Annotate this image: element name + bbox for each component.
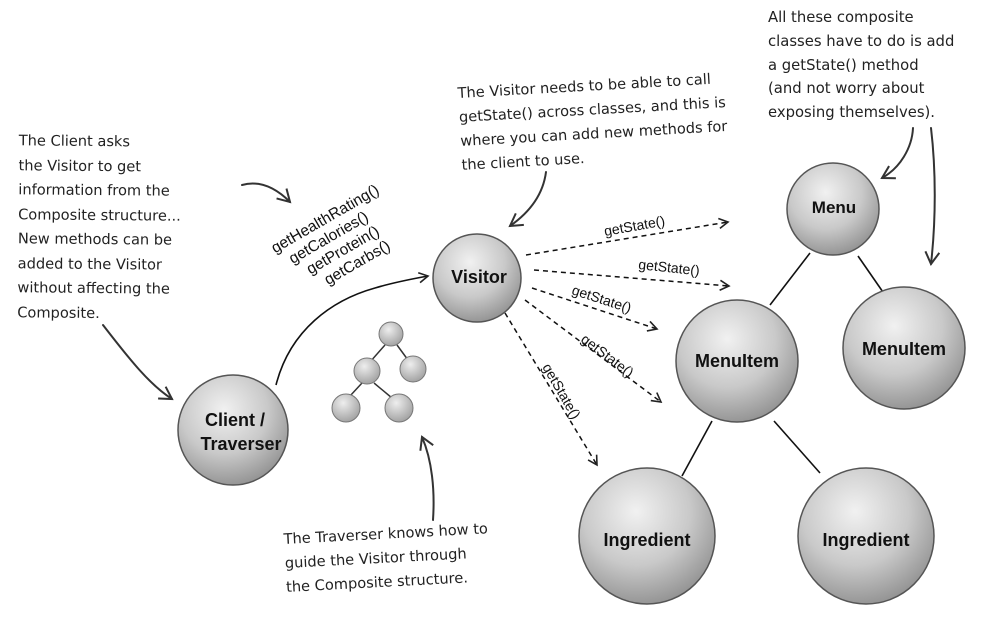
- mini-tree-node: [378, 321, 404, 347]
- note-visitor: The Visitor needs to be able to call get…: [457, 70, 728, 174]
- visitor-ball: [432, 233, 522, 323]
- node-menu: Menu: [786, 162, 880, 256]
- note-arrow-composite-to-menu: [880, 127, 914, 180]
- visitor-calls: [504, 217, 731, 467]
- ingredient-right-label: Ingredient: [822, 530, 909, 550]
- note-arrow-client-to-methods: [241, 182, 292, 204]
- menu-label: Menu: [812, 198, 856, 217]
- edge-menu-menuitem-right: [857, 255, 886, 296]
- edge-menu-menuitem-left: [769, 252, 811, 306]
- mini-tree-node: [353, 357, 381, 385]
- menuitem-left-label: MenuItem: [695, 351, 779, 371]
- note-arrow-traverser: [419, 435, 435, 521]
- visitor-label: Visitor: [451, 267, 507, 287]
- note-arrow-client-to-traverser: [102, 324, 174, 401]
- ingredient-left-ball: [578, 467, 716, 605]
- call-arrow-3: [531, 287, 659, 332]
- node-ingredient-left: Ingredient: [578, 467, 716, 605]
- call-label-2: getState(): [638, 256, 701, 278]
- annotation-arrows: [102, 127, 941, 521]
- ingredient-right-ball: [797, 467, 935, 605]
- call-arrow-1: [525, 217, 730, 256]
- call-arrow-2: [533, 269, 731, 291]
- menu-ball: [786, 162, 880, 256]
- note-client: The Client asks the Visitor to get infor…: [17, 132, 181, 322]
- note-arrow-visitor: [508, 171, 547, 228]
- menuitem-right-label: MenuItem: [862, 339, 946, 359]
- menuitem-right-ball: [842, 286, 966, 410]
- tree-edges: [681, 252, 886, 477]
- mini-tree-icon: [331, 321, 427, 423]
- edge-menuitem-ingredient-left: [681, 420, 713, 477]
- mini-tree-node: [331, 393, 361, 423]
- note-arrow-composite-to-menuitem: [924, 127, 941, 266]
- call-arrow-4: [524, 299, 663, 403]
- node-menuitem-left: MenuItem: [675, 299, 799, 423]
- edge-menuitem-ingredient-right: [773, 420, 821, 474]
- mini-tree-node: [384, 393, 414, 423]
- node-client-traverser: Client / Traverser: [177, 374, 289, 486]
- mini-tree-node: [399, 355, 427, 383]
- ingredient-left-label: Ingredient: [603, 530, 690, 550]
- client-to-visitor-arrow: [275, 271, 430, 386]
- call-arrow-5: [504, 312, 598, 467]
- note-composite: All these composite classes have to do i…: [768, 9, 955, 122]
- node-ingredient-right: Ingredient: [797, 467, 935, 605]
- node-visitor: Visitor: [432, 233, 522, 323]
- client-traverser-ball: [177, 374, 289, 486]
- client-traverser-label-line2: Traverser: [200, 434, 281, 454]
- node-menuitem-right: MenuItem: [842, 286, 966, 410]
- client-methods: getHealthRating() getCalories() getProte…: [268, 181, 393, 288]
- client-traverser-label-line1: Client /: [205, 410, 265, 430]
- note-traverser: The Traverser knows how to guide the Vis…: [283, 520, 489, 596]
- call-label-5: getState(): [539, 361, 584, 422]
- call-label-4: getState(): [578, 331, 637, 381]
- call-label-1: getState(): [603, 213, 666, 239]
- menuitem-left-ball: [675, 299, 799, 423]
